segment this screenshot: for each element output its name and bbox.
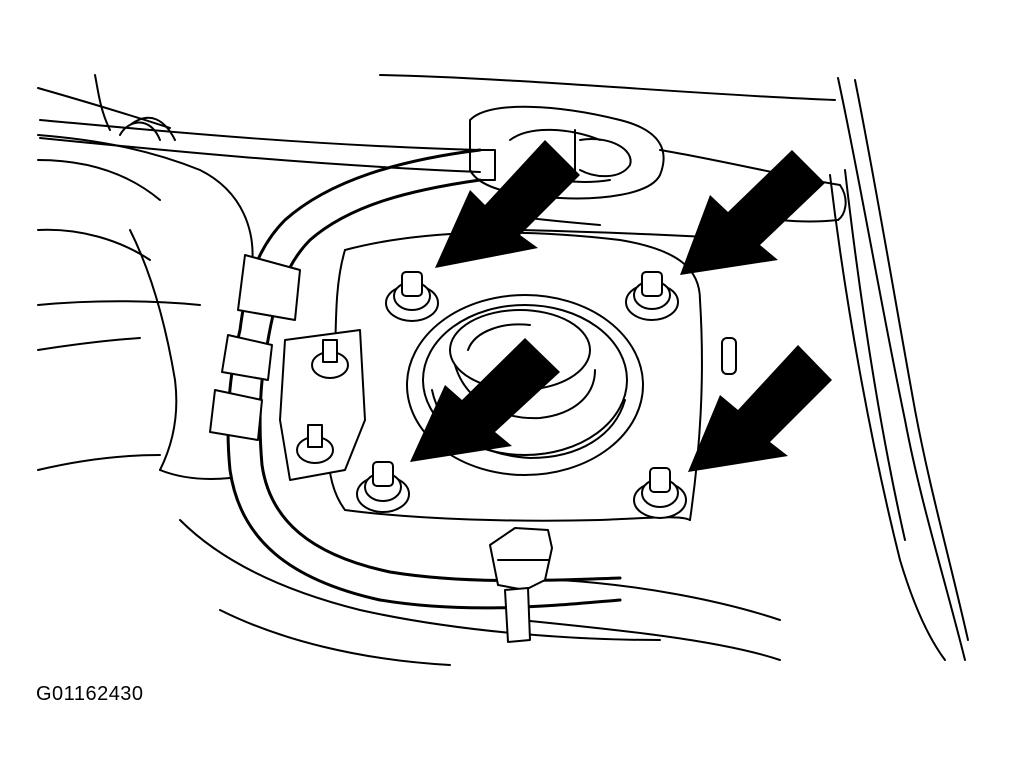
arrow-3 — [410, 338, 560, 462]
callout-arrows — [410, 140, 832, 472]
wiring-harness — [39, 116, 622, 610]
arrow-4 — [688, 345, 832, 472]
harness-bracket — [279, 329, 366, 481]
locating-pin — [721, 337, 737, 375]
strut-center-boss — [406, 294, 644, 476]
mount-nut-4 — [633, 467, 687, 519]
arrow-1 — [435, 140, 580, 268]
figure-id-caption: G01162430 — [36, 683, 144, 705]
mount-nut-1 — [385, 271, 439, 322]
arrow-2 — [680, 150, 825, 275]
mount-nut-2 — [625, 271, 679, 321]
mount-nut-3 — [356, 461, 410, 513]
harness-clip — [489, 527, 553, 643]
body-panel-lines — [37, 74, 969, 666]
